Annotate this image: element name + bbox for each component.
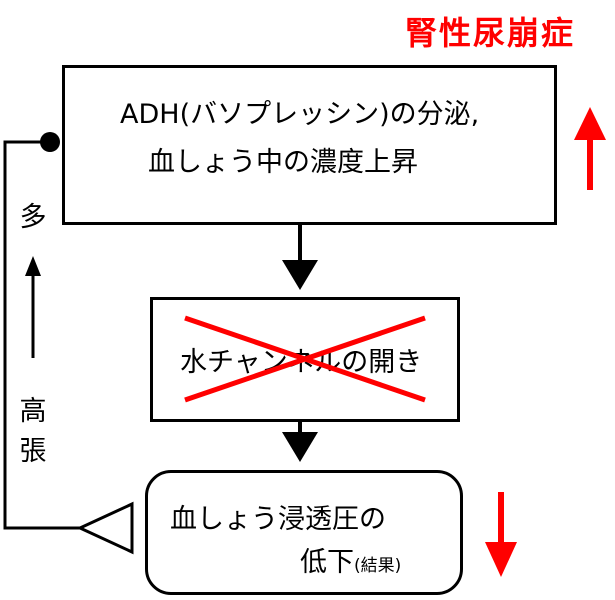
feedback-triangle (76, 501, 134, 555)
osmotic-line-2: 低下(結果) (300, 540, 401, 579)
osmotic-box (145, 470, 463, 595)
side-label-bottom: 高張 (19, 396, 47, 467)
water-channel-label: 水チャンネルの開き (180, 347, 423, 378)
red-down-arrow-head (485, 542, 517, 577)
result-note: (結果) (354, 556, 402, 576)
red-down-arrow-shaft (498, 492, 504, 544)
adh-line-2: 血しょう中の濃度上昇 (148, 147, 418, 178)
adh-line-1: ADH(バソプレッシン)の分泌, (120, 99, 480, 130)
feedback-line (3, 140, 80, 530)
feedback-dot (40, 132, 60, 152)
red-up-arrow-head (574, 107, 606, 140)
side-arrow-head (25, 256, 41, 276)
osmotic-line-2-text: 低下 (300, 547, 354, 578)
arrow-1-head (282, 260, 318, 290)
red-up-arrow-shaft (587, 138, 593, 190)
arrow-2-head (282, 432, 318, 462)
diagram-title: 腎性尿崩症 (405, 14, 576, 52)
side-label-top: 多 (19, 202, 47, 233)
adh-box (62, 65, 557, 225)
osmotic-line-1: 血しょう浸透圧の (170, 504, 386, 535)
